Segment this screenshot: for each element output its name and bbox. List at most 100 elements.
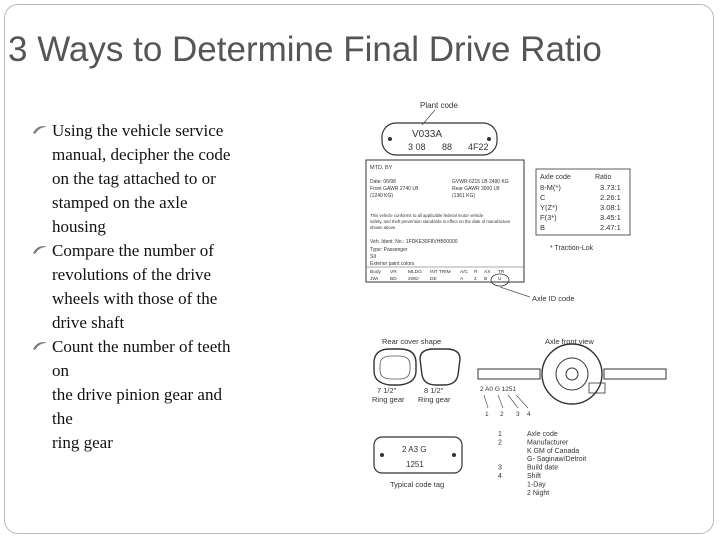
cert-misc: SII xyxy=(370,254,376,260)
cert-col-head: A/C xyxy=(460,269,469,275)
bullet-text: Using the vehicle service manual, deciph… xyxy=(52,121,231,236)
differential-housing xyxy=(541,343,603,405)
cert-col-value: A xyxy=(460,276,464,282)
callout-leader-4 xyxy=(515,394,529,409)
ratio-cell: 2.47:1 xyxy=(600,223,621,232)
traction-lok-note: * Traction-Lok xyxy=(550,245,594,252)
axle-table-head-code: Axle code xyxy=(540,174,571,181)
axle-code-cell: F(3*) xyxy=(540,213,557,222)
axle-code-cell: B xyxy=(540,223,545,232)
legend-text: K GM of Canada xyxy=(527,448,579,455)
legend-number: 4 xyxy=(498,473,502,480)
ratio-cell: 3.45:1 xyxy=(600,213,621,222)
callout-leader-2 xyxy=(497,394,504,409)
legend-text: G- Saginaw/Detroit xyxy=(527,456,586,463)
legend-text: Shift xyxy=(527,473,541,480)
axle-code-cell: 8-M(*) xyxy=(540,183,561,192)
callout-leader-1 xyxy=(483,394,489,409)
legend-number: 3 xyxy=(498,465,502,472)
cert-col-head: INT TRIM xyxy=(430,269,451,275)
legend-number: 2 xyxy=(498,439,502,446)
tag-line2-b: 88 xyxy=(442,142,452,152)
legend-text: Build date xyxy=(527,465,558,472)
cert-col-value: DE xyxy=(430,276,437,282)
cert-type: Type: Passenger xyxy=(370,247,408,253)
legend-number: 1 xyxy=(498,431,502,438)
tag-hole-left xyxy=(388,137,392,141)
bullet-text: Count the number of teeth on the drive p… xyxy=(52,337,231,452)
ratio-cell: 3.73:1 xyxy=(600,183,621,192)
axle-id-leader xyxy=(499,286,531,298)
plant-code-label: Plant code xyxy=(420,101,458,110)
cert-col-value: U xyxy=(498,276,502,282)
cert-row-left: Front GAWR 2740 LB xyxy=(370,186,419,192)
cert-row-right: Rear GAWR 3000 LB xyxy=(452,186,500,192)
axle-front-label: Axle front view xyxy=(545,337,594,346)
ring-gear-cover-large xyxy=(419,348,461,386)
cert-col-value: 2 xyxy=(474,276,477,282)
gear1-size: 7 1/2" xyxy=(377,386,397,395)
cert-col-value: 2WD xyxy=(408,276,419,282)
bullet-list: Using the vehicle service manual, deciph… xyxy=(32,119,272,455)
axle-id-label: Axle ID code xyxy=(532,294,575,303)
ring-gear-cover-small xyxy=(373,348,417,386)
callout-leader-3 xyxy=(507,394,519,409)
cert-row-right: (1361 KG) xyxy=(452,193,475,199)
code-tag-line2: 1251 xyxy=(406,460,424,469)
cert-header: MTD. BY xyxy=(370,165,393,171)
axle-code-cell: Y(Z*) xyxy=(540,203,558,212)
cert-col-value: BD xyxy=(390,276,397,282)
callout-number: 3 xyxy=(516,411,520,418)
rear-cover-label: Rear cover shape xyxy=(382,337,441,346)
slide-frame xyxy=(4,4,714,534)
tag-line2-a: 3 08 xyxy=(408,142,426,152)
cert-text-line: This vehicle conforms to all applicable … xyxy=(370,213,484,218)
gear1-label: Ring gear xyxy=(372,395,405,404)
swoosh-bullet-icon xyxy=(33,342,47,350)
code-tag-hole-right xyxy=(452,453,456,457)
bullet-item: Compare the number of revolutions of the… xyxy=(32,239,272,335)
typical-code-tag xyxy=(373,436,463,474)
slide-title: 3 Ways to Determine Final Drive Ratio xyxy=(8,30,602,69)
cert-col-head: R xyxy=(474,269,478,275)
cert-col-head: Body xyxy=(370,269,382,275)
axle-tube-right xyxy=(603,368,667,380)
gear2-label: Ring gear xyxy=(418,395,451,404)
cert-col-value: JWI xyxy=(370,276,378,282)
ring-gear-cover-small-inner xyxy=(379,355,411,380)
pinion-flange xyxy=(555,357,589,391)
certification-label xyxy=(365,159,525,283)
ratio-cell: 3.08:1 xyxy=(600,203,621,212)
axle-callout-text: 2 A0 G 1251 xyxy=(480,386,517,393)
legend-text: 1-Day xyxy=(527,481,546,488)
cert-col-head: AX xyxy=(484,269,491,275)
bullet-item: Count the number of teeth on the drive p… xyxy=(32,335,272,455)
typical-tag-label: Typical code tag xyxy=(390,480,444,489)
ratio-cell: 2.26:1 xyxy=(600,193,621,202)
pinion-center xyxy=(565,367,579,381)
cert-col-value: B xyxy=(484,276,487,282)
bullet-item: Using the vehicle service manual, deciph… xyxy=(32,119,272,239)
tag-line2-c: 4F22 xyxy=(468,142,489,152)
code-tag-line1: 2 A3 G xyxy=(402,445,426,454)
axle-ratio-table xyxy=(535,168,631,236)
axle-code-diagram: Plant code V033A 3 08 88 4F22 MTD. BY Da… xyxy=(365,101,667,497)
axle-tube-left xyxy=(477,368,541,380)
cert-row-right: GVWR 6215 LB 2490 KG xyxy=(452,179,509,185)
tag-line1: V033A xyxy=(412,129,442,140)
gear2-size: 8 1/2" xyxy=(424,386,444,395)
axle-code-cell: C xyxy=(540,193,546,202)
axle-table-rows: 8-M(*) 3.73:1C 2.26:1Y(Z*) 3.08:1F(3*) 3.45:… xyxy=(540,183,621,232)
axle-code-circle xyxy=(490,273,510,287)
plant-tag-outline xyxy=(381,122,498,156)
axle-code-stamp xyxy=(588,382,606,394)
code-tag-hole-left xyxy=(380,453,384,457)
swoosh-bullet-icon xyxy=(33,246,47,254)
cert-values: JWI BD 2WD DE A 2 B U xyxy=(370,276,502,282)
cert-col-head: VR xyxy=(390,269,397,275)
swoosh-bullet-icon xyxy=(33,126,47,134)
callout-number: 1 xyxy=(485,411,489,418)
cert-text-line: shown above. xyxy=(370,225,397,230)
